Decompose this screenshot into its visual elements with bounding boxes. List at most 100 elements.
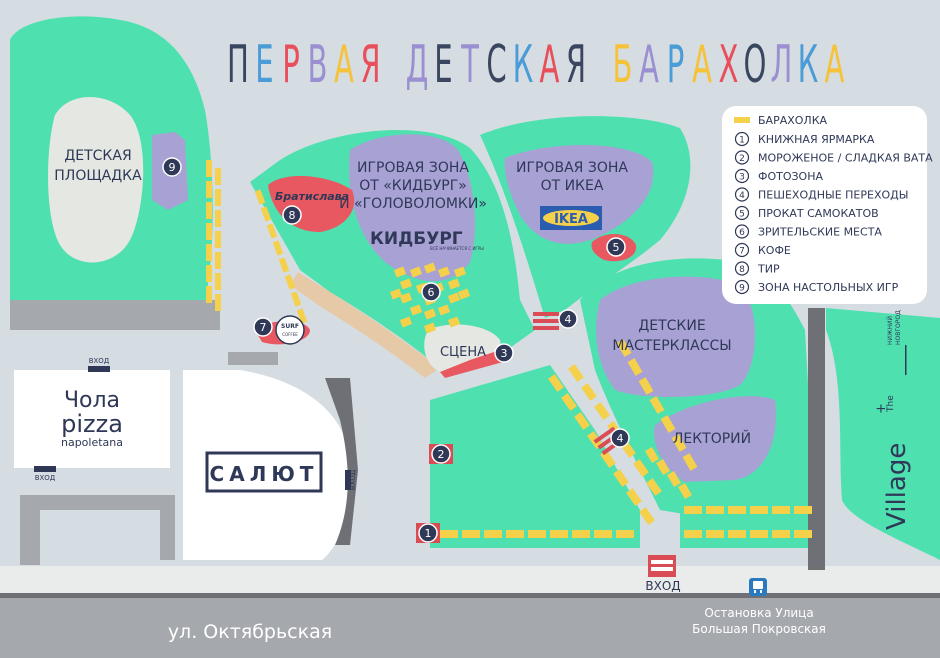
legend-number-badge	[734, 279, 750, 295]
legend-label: МОРОЖЕНОЕ / СЛАДКАЯ ВАТА	[758, 152, 933, 165]
kidburg-logo: КИДБУРГ ВСЁ НАЧИНАЕТСЯ С ИГРЫ	[370, 229, 484, 251]
legend-number: 5	[739, 210, 745, 220]
crosswalk-upper	[533, 312, 559, 330]
title-letter: Р	[667, 34, 685, 94]
legend-label: ФОТОЗОНА	[758, 170, 823, 183]
svg-text:ВСЁ НАЧИНАЕТСЯ С ИГРЫ: ВСЁ НАЧИНАЕТСЯ С ИГРЫ	[430, 246, 484, 251]
marker-m1: 1	[416, 523, 440, 543]
spectator-seat	[453, 266, 467, 278]
legend-label: КНИЖНАЯ ЯРМАРКА	[758, 133, 875, 146]
spectator-seat	[437, 266, 451, 278]
bratislava-logo: Братислава	[275, 190, 349, 203]
stall	[772, 530, 790, 538]
stall	[638, 377, 654, 395]
stall	[633, 459, 649, 477]
marker-number: 9	[169, 161, 176, 174]
stall	[548, 374, 564, 392]
stall	[284, 274, 296, 290]
marker-number: 5	[613, 241, 620, 254]
main-entrance-mark	[648, 555, 676, 577]
legend-number-badge	[734, 224, 750, 239]
title-letter: Д	[406, 34, 429, 94]
salut-entrance-mark	[345, 470, 351, 490]
stall	[206, 223, 212, 240]
stall	[260, 206, 272, 222]
stall	[254, 189, 266, 205]
legend-number: 4	[739, 191, 745, 201]
legend-number: 3	[739, 173, 745, 183]
legend-number-badge	[734, 168, 750, 184]
marker-number: 7	[260, 321, 267, 334]
title-letter: Х	[719, 34, 739, 94]
title-letter: С	[486, 34, 506, 94]
stall	[206, 244, 212, 261]
ikea-logo: IKEA	[540, 206, 602, 230]
title-letter: Е	[255, 34, 273, 94]
legend-item: 2 МОРОЖЕНОЕ / СЛАДКАЯ ВАТА	[734, 150, 933, 165]
stall	[581, 383, 597, 401]
marker-number: 3	[501, 347, 508, 360]
salut-logo: САЛЮТ	[205, 451, 323, 493]
title-letter: Я	[360, 34, 380, 94]
salut-building	[183, 370, 351, 560]
legend-number: 2	[739, 154, 745, 164]
stall	[728, 530, 746, 538]
stall	[772, 506, 790, 514]
legend-number-badge	[734, 242, 750, 258]
salut-side-wall	[325, 378, 358, 545]
marker-m6: 6	[421, 282, 441, 302]
stall	[215, 210, 221, 227]
lecture-area	[654, 396, 776, 482]
title-letter: Я	[566, 34, 586, 94]
street-road	[0, 598, 940, 658]
title-letter: А	[692, 34, 712, 94]
stall	[572, 530, 590, 538]
marker-m2: 2	[429, 444, 453, 464]
legend-item: 3 ФОТОЗОНА	[734, 168, 823, 184]
stall	[484, 530, 502, 538]
legend-number: 8	[739, 265, 745, 275]
title-letter: П	[227, 34, 249, 94]
sand-path	[290, 272, 440, 378]
marker-m8: 8	[282, 205, 302, 225]
left-gray-structure	[20, 495, 175, 565]
svg-text:napoletana: napoletana	[61, 436, 123, 449]
street-curb	[0, 593, 940, 598]
stall	[626, 488, 642, 506]
stall	[215, 294, 221, 311]
legend-label: ТИР	[757, 263, 780, 276]
stall	[660, 415, 676, 433]
stall	[794, 530, 812, 538]
marker-m7: 7	[253, 317, 273, 337]
kidburg-zone	[349, 134, 476, 282]
title-letter: В	[308, 34, 328, 94]
svg-text:pizza: pizza	[61, 410, 123, 438]
svg-text:КИДБУРГ: КИДБУРГ	[370, 229, 463, 249]
legend-stall-swatch	[734, 117, 750, 123]
legend-label: КОФЕ	[758, 244, 791, 257]
stall	[706, 506, 724, 514]
pizza-building	[14, 370, 170, 468]
spectator-seat	[447, 292, 461, 304]
stall	[206, 265, 212, 282]
stall	[462, 530, 480, 538]
stage-label: СЦЕНА	[440, 345, 486, 360]
title-letter: О	[744, 34, 767, 94]
stall	[206, 202, 212, 219]
stall	[684, 530, 702, 538]
stall	[594, 530, 612, 538]
stall	[272, 240, 284, 256]
title-letter: Л	[771, 34, 793, 94]
legend-number-badge	[734, 261, 750, 276]
